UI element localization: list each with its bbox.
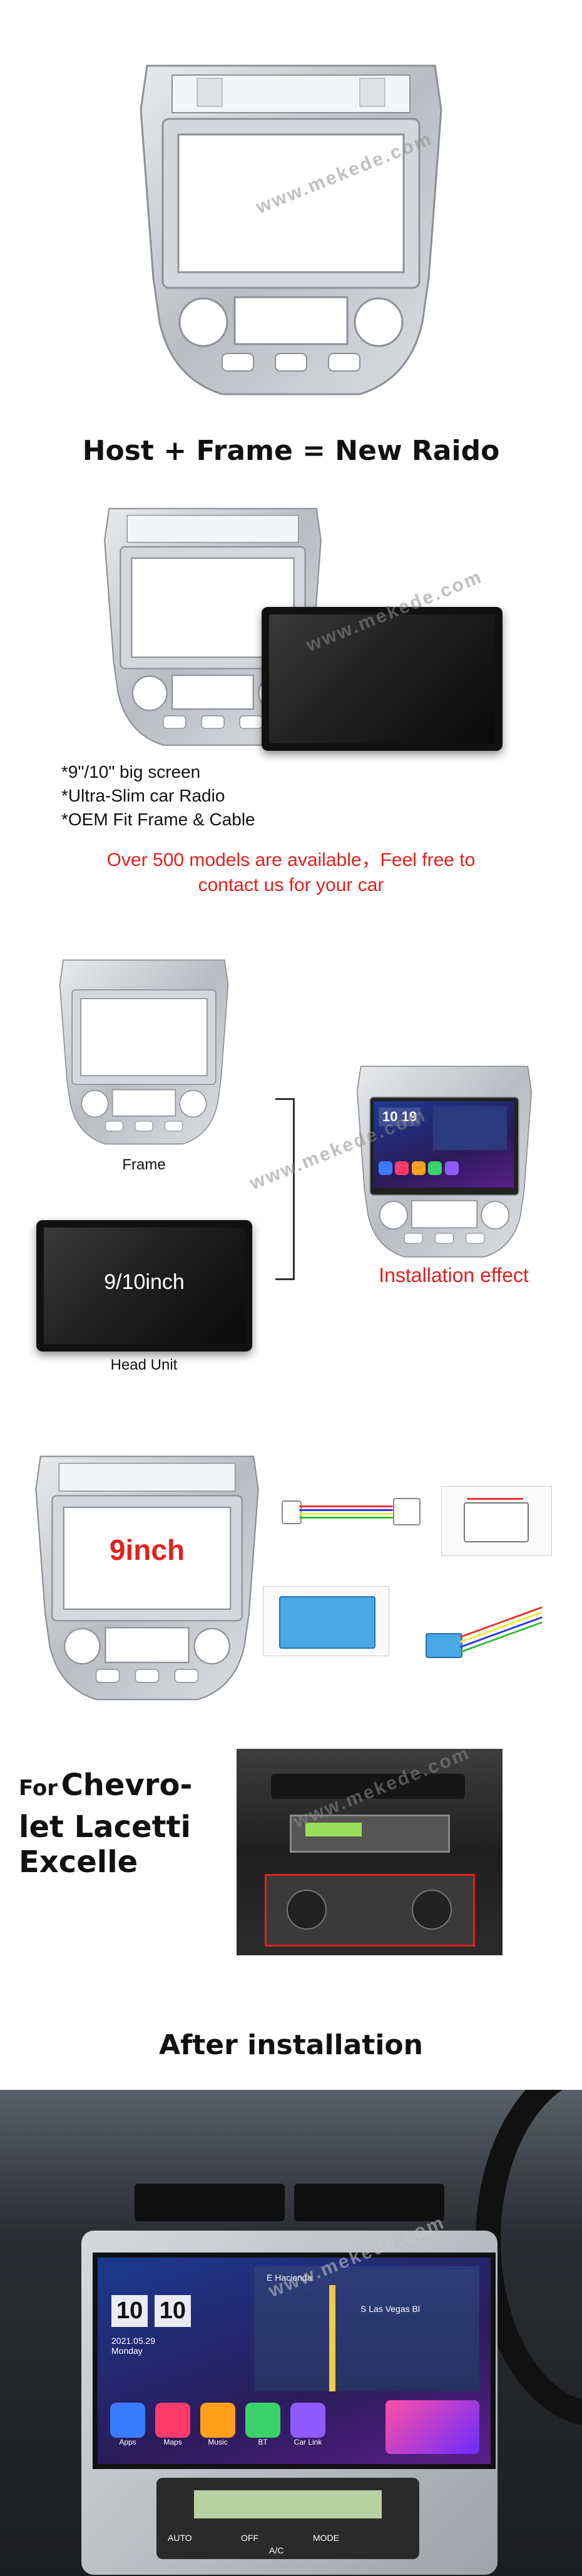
media-widget xyxy=(385,2400,479,2454)
models-note: Over 500 models are available，Feel free … xyxy=(0,848,582,898)
original-car-dash-photo xyxy=(237,1749,503,1955)
for-word: For xyxy=(19,1776,58,1801)
installed-mini-map xyxy=(433,1106,507,1150)
cable-harness-1 xyxy=(282,1489,421,1533)
app-dock: Apps Maps Music BT Car Link xyxy=(110,2403,373,2446)
nav-street-2: S Las Vegas Bl xyxy=(360,2304,420,2314)
nav-street-1: E Hacienda xyxy=(267,2273,312,2283)
ac-ac-button: A/C xyxy=(269,2545,284,2555)
model-line1: Chevro- xyxy=(61,1768,193,1803)
head-unit-small: 9/10inch xyxy=(36,1220,252,1352)
bracket-connector xyxy=(275,1098,295,1280)
feature-item: *9"/10" big screen xyxy=(61,762,201,781)
clock-date: 2021.05.29 xyxy=(111,2336,156,2346)
frame-size-label: 9inch xyxy=(109,1534,185,1566)
clock-day: Monday xyxy=(111,2346,143,2356)
clock-hour: 10 xyxy=(111,2295,148,2327)
head-unit-label: Head Unit xyxy=(110,1357,178,1373)
model-line3: Excelle xyxy=(19,1845,138,1880)
app-icon: Maps xyxy=(155,2403,190,2446)
head-unit-screen xyxy=(269,614,495,743)
ac-off-button: OFF xyxy=(241,2533,258,2543)
head-unit-tablet xyxy=(262,607,503,751)
connector-closeup-1 xyxy=(441,1486,552,1556)
dash-frame-9inch xyxy=(35,1455,259,1701)
connector-closeup-2 xyxy=(263,1586,389,1656)
after-installation-title: After installation xyxy=(159,2029,423,2061)
installed-mini-apps xyxy=(379,1161,459,1178)
frame-label: Frame xyxy=(122,1156,166,1173)
dash-frame-top xyxy=(140,64,442,395)
installed-mini-screen: 10 19 xyxy=(374,1101,514,1188)
ac-auto-button: AUTO xyxy=(168,2533,192,2543)
dash-frame-small xyxy=(59,959,229,1145)
installation-effect-label: Installation effect xyxy=(379,1264,529,1286)
nav-map: E Hacienda S Las Vegas Bl xyxy=(254,2266,479,2391)
cable-harness-2 xyxy=(413,1574,569,1674)
models-note-line1: Over 500 models are available，Feel free … xyxy=(106,850,476,870)
installed-head-unit-screen: 10 10 2021.05.29 Monday E Hacienda S Las… xyxy=(93,2253,496,2469)
clock-widget: 10 10 2021.05.29 Monday xyxy=(111,2295,191,2356)
models-note-line2: contact us for your car xyxy=(198,875,384,895)
app-icon: Apps xyxy=(110,2403,145,2446)
model-line2: let Lacetti xyxy=(19,1810,191,1845)
app-icon: Car Link xyxy=(290,2403,325,2446)
climate-panel: AUTO OFF MODE A/C xyxy=(156,2478,419,2559)
feature-item: *OEM Fit Frame & Cable xyxy=(61,810,255,829)
car-model-text: For Chevro- let Lacetti Excelle xyxy=(19,1768,192,1880)
head-unit-small-screen xyxy=(44,1228,245,1344)
feature-item: *Ultra-Slim car Radio xyxy=(61,786,225,805)
app-icon: Music xyxy=(200,2403,235,2446)
feature-list: *9"/10" big screen *Ultra-Slim car Radio… xyxy=(61,760,255,832)
head-unit-size: 9/10inch xyxy=(104,1270,185,1294)
clock-minute: 10 xyxy=(154,2295,191,2327)
app-icon: BT xyxy=(245,2403,280,2446)
ac-mode-button: MODE xyxy=(313,2533,339,2543)
installed-mini-time: 10 19 xyxy=(379,1107,421,1126)
host-frame-title: Host + Frame = New Raido xyxy=(82,435,500,467)
